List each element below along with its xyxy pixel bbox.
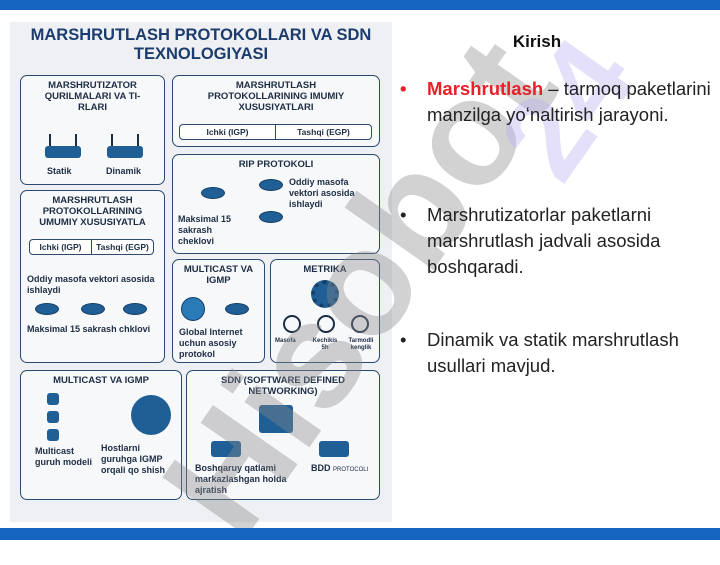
switch-icon: [131, 395, 171, 435]
bullet-2: • Marshrutizatorlar paketlarni marshrutl…: [400, 204, 661, 277]
metrika-panel: METRIKA Masofa Kechikis 5h Tarmodli keng…: [270, 259, 380, 363]
globe-icon: [181, 297, 205, 321]
router-dynamic-icon: [107, 134, 143, 158]
latency-icon: [317, 315, 335, 333]
slide-title: Kirish: [512, 32, 562, 51]
infographic-title: MARSHRUTLASH PROTOKOLLARI VA SDN TEXNOLO…: [30, 26, 372, 63]
switch-icon: [211, 441, 241, 457]
rip-panel: RIP PROTOKOLI Oddiy masofa vektori asosi…: [172, 154, 380, 254]
bullet-3: • Dinamik va statik marshrutlash usullar…: [400, 329, 679, 376]
router-icon: [225, 303, 249, 315]
top-accent-bar: [0, 0, 720, 10]
router-icon: [123, 303, 147, 315]
multicast-small-panel: MULTICAST VA IGMP Global Internet uchun …: [172, 259, 265, 363]
bullet-1: • Marshrutlash – tarmoq paketlarini manz…: [400, 78, 711, 125]
bottom-accent-bar: [0, 528, 720, 540]
general-features-panel: MARSHRUTLASH PROTOKOLLARINING IMUMIY XUS…: [172, 75, 380, 147]
switch-icon: [319, 441, 349, 457]
router-static-icon: [45, 134, 81, 158]
infographic-image: MARSHRUTLASH PROTOKOLLARI VA SDN TEXNOLO…: [10, 22, 392, 522]
gauge-icon: [283, 315, 301, 333]
controller-icon: [259, 405, 293, 433]
host-icon: [47, 411, 59, 423]
router-icon: [35, 303, 59, 315]
router-icon: [259, 179, 283, 191]
devices-panel: MARSHRUTIZATOR QURILMALARI VA TI-RLARI S…: [20, 75, 165, 185]
gear-icon: [311, 280, 339, 308]
multicast-panel: MULTICAST VA IGMP Multicast guruh modeli…: [20, 370, 182, 500]
sdn-panel: SDN (SOFTWARE DEFINED NETWORKING) Boshqa…: [186, 370, 380, 500]
general-features-left-panel: MARSHRUTLASH PROTOKOLLARINING UMUMIY XUS…: [20, 190, 165, 363]
host-icon: [47, 429, 59, 441]
router-icon: [201, 187, 225, 199]
router-icon: [259, 211, 283, 223]
bandwidth-icon: [351, 315, 369, 333]
host-icon: [47, 393, 59, 405]
router-icon: [81, 303, 105, 315]
